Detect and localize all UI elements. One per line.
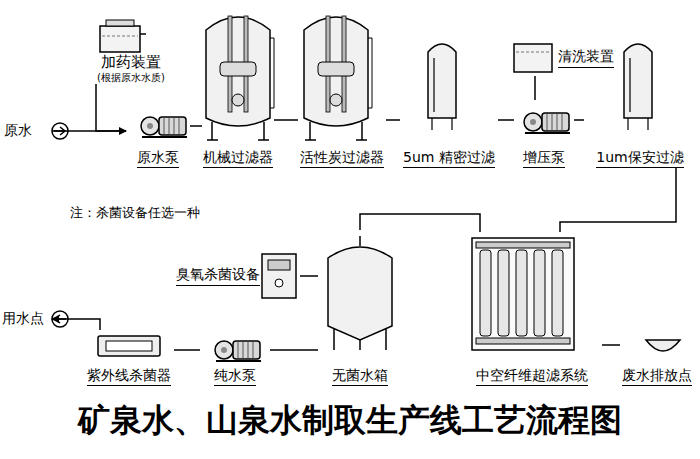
equipment-label: 机械过滤器 — [203, 149, 273, 169]
pipe-connector — [560, 168, 676, 232]
pipe-connector — [386, 119, 400, 121]
pipe-connector — [300, 275, 318, 277]
equipment-node: 加药装置(根据原水水质) — [86, 22, 176, 84]
equipment-label: 5um 精密过滤 — [403, 149, 495, 169]
equipment-label: 清洗装置 — [558, 48, 614, 68]
pipe-connector — [274, 119, 298, 121]
equipment-label: 加药装置 — [101, 53, 161, 72]
equipment-node: 5um 精密过滤 — [400, 36, 498, 168]
equipment-label: 纯水泵 — [214, 367, 256, 387]
equipment-node: 清洗装置 — [512, 40, 616, 76]
equipment-label: 原水泵 — [137, 149, 179, 169]
pipe-connector — [498, 119, 514, 121]
equipment-node: 1um保安过滤 — [584, 80, 696, 168]
equipment-label: 原水 — [4, 122, 32, 140]
note-text: 注：杀菌设备任选一种 — [70, 204, 200, 222]
diagram-title: 矿泉水、山泉水制取生产线工艺流程图 — [0, 400, 700, 442]
equipment-node: 中空纤维超滤系统 — [462, 232, 602, 386]
pipe-connector — [174, 349, 200, 351]
equipment-node: 用水点 — [2, 308, 52, 330]
equipment-label: 臭氧杀菌设备 — [176, 266, 260, 286]
pipe-connector — [190, 125, 202, 127]
equipment-node: 增压泵 — [514, 100, 574, 168]
equipment-node: 纯水泵 — [200, 332, 270, 386]
pipe-connector — [96, 84, 126, 131]
equipment-label: 用水点 — [2, 310, 44, 328]
pipe-connector — [360, 214, 480, 232]
equipment-node: 臭氧杀菌设备 — [176, 252, 300, 300]
equipment-node: 无菌水箱 — [318, 230, 402, 386]
pipe-connector — [270, 349, 318, 351]
pipe-connector — [52, 319, 100, 330]
equipment-label: 1um保安过滤 — [596, 149, 683, 169]
pipe-connector — [574, 119, 584, 121]
equipment-label: 中空纤维超滤系统 — [476, 367, 588, 387]
equipment-label: (根据原水水质) — [97, 72, 165, 85]
equipment-node: 原水 — [4, 121, 52, 141]
equipment-node: 紫外线杀菌器 — [84, 330, 174, 386]
pipe-connector — [534, 76, 536, 100]
equipment-label: 废水排放点 — [622, 367, 692, 387]
pipe-connector — [602, 344, 620, 346]
equipment-node: 活性炭过滤器 — [298, 8, 386, 168]
equipment-label: 无菌水箱 — [332, 367, 388, 387]
equipment-node: 废水排放点 — [620, 330, 694, 386]
equipment-label: 活性炭过滤器 — [300, 149, 384, 169]
equipment-label: 紫外线杀菌器 — [87, 367, 171, 387]
equipment-node: 机械过滤器 — [202, 8, 274, 168]
equipment-label: 增压泵 — [523, 149, 565, 169]
equipment-node: 原水泵 — [126, 112, 190, 168]
